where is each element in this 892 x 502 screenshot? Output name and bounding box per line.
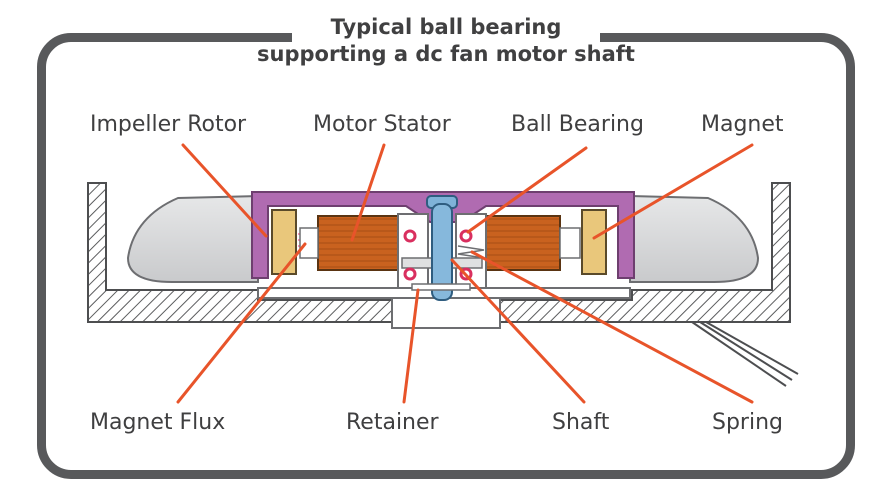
leader-lines	[176, 143, 754, 404]
leader-spring	[470, 250, 754, 404]
leader-motor-stator	[350, 143, 386, 242]
label-impeller-rotor: Impeller Rotor	[90, 112, 247, 137]
label-motor-stator: Motor Stator	[313, 112, 451, 137]
label-spring: Spring	[712, 410, 783, 435]
leader-shaft	[450, 258, 586, 404]
label-ball-bearing: Ball Bearing	[511, 112, 644, 137]
label-retainer: Retainer	[346, 410, 439, 435]
motor-stator	[299, 215, 581, 271]
label-magnet: Magnet	[701, 112, 784, 137]
title-line-1: Typical ball bearing	[330, 15, 562, 39]
wires	[691, 321, 799, 387]
retainer	[411, 283, 471, 291]
label-shaft: Shaft	[552, 410, 610, 435]
magnets	[271, 209, 607, 275]
diagram-title: Typical ball bearing supporting a dc fan…	[257, 14, 635, 74]
leader-impeller-rotor	[181, 143, 268, 238]
leader-magnet	[592, 143, 754, 240]
shaft	[426, 195, 458, 301]
housing	[87, 182, 791, 323]
title-line-2: supporting a dc fan motor shaft	[257, 42, 635, 66]
leader-ball-bearing	[466, 146, 588, 234]
leader-magnet-flux	[176, 242, 307, 404]
fan-blades	[126, 194, 760, 283]
label-magnet-flux: Magnet Flux	[90, 410, 226, 435]
leader-retainer	[402, 288, 420, 404]
